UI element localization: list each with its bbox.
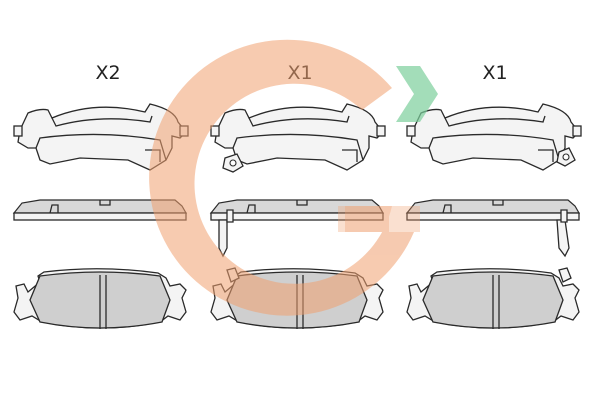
pad-center-edge-view <box>210 199 384 258</box>
pad-right-edge-view <box>406 199 580 258</box>
wear-sensor-tab <box>218 219 228 258</box>
pad-right-friction-view <box>406 267 580 330</box>
arrow-right-icon <box>396 66 438 122</box>
quantity-label-left: X2 <box>95 62 120 84</box>
pad-center-back-view <box>210 103 386 173</box>
g-logo-watermark <box>149 39 420 316</box>
pad-left-friction-view <box>13 268 187 330</box>
pad-right-back-view <box>406 103 582 171</box>
quantity-label-right: X1 <box>482 62 507 84</box>
